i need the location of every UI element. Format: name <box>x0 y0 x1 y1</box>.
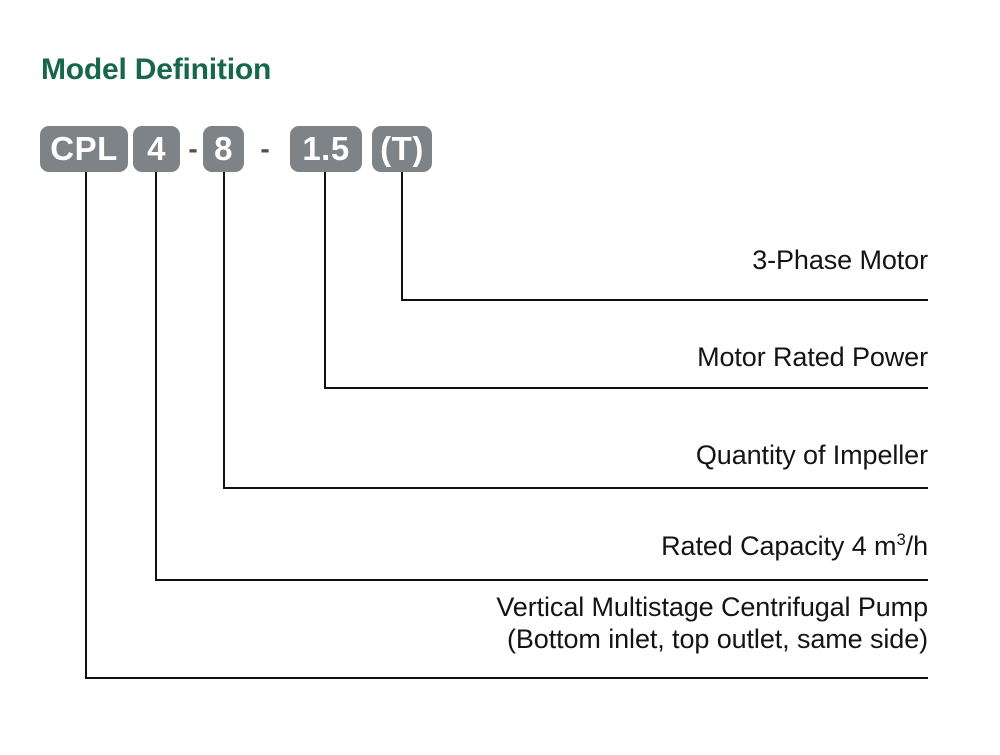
callout-label-capacity-pre: Rated Capacity 4 m <box>661 531 897 561</box>
model-separator-1: - <box>188 133 198 164</box>
callout-label-series: Vertical Multistage Centrifugal Pump (Bo… <box>496 592 928 656</box>
callout-label-capacity: Rated Capacity 4 m3/h <box>661 531 928 563</box>
page-title: Model Definition <box>41 53 272 86</box>
callout-label-series-line2: (Bottom inlet, top outlet, same side) <box>507 623 928 654</box>
callout-label-stages: Quantity of Impeller <box>695 440 928 470</box>
model-chip-phase[interactable]: (T) <box>372 126 432 172</box>
connector-phase <box>400 172 928 302</box>
callout-label-power: Motor Rated Power <box>697 342 928 372</box>
model-chip-series[interactable]: CPL <box>40 126 128 172</box>
model-separator-2: - <box>260 133 270 164</box>
connector-capacity <box>154 172 928 582</box>
callout-label-phase: 3-Phase Motor <box>752 245 928 275</box>
callout-label-capacity-post: /h <box>905 531 928 561</box>
callout-label-series-line1: Vertical Multistage Centrifugal Pump <box>496 592 928 622</box>
model-chip-power[interactable]: 1.5 <box>290 126 362 172</box>
callout-label-capacity-sup: 3 <box>896 530 906 549</box>
model-chip-capacity[interactable]: 4 <box>133 126 180 172</box>
model-chip-stages[interactable]: 8 <box>203 126 244 172</box>
